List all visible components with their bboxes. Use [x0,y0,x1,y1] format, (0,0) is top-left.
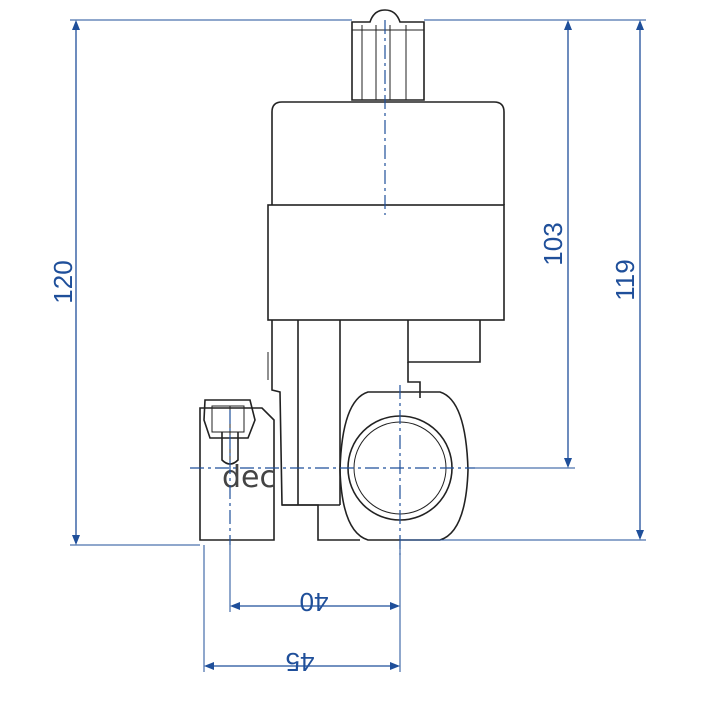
brand-mark: dec [222,460,276,495]
dimension-119: 119 [610,20,644,540]
dimension-120: 120 [48,20,80,545]
valve-body [199,320,481,541]
dimension-label-119: 119 [610,259,640,300]
dimension-label-120: 120 [48,260,78,303]
dimension-40: 40 [230,587,400,617]
actuator-housing [267,101,505,321]
dimension-45: 45 [204,647,400,677]
dimension-label-40: 40 [300,587,329,617]
extension-lines [70,19,646,672]
actuator-knob [351,9,425,101]
dimension-label-103: 103 [538,222,568,265]
side-connector [203,399,256,466]
pipe-port [339,391,469,541]
dimension-103: 103 [538,20,572,468]
dimension-label-45: 45 [286,647,315,677]
center-lines [190,20,475,555]
